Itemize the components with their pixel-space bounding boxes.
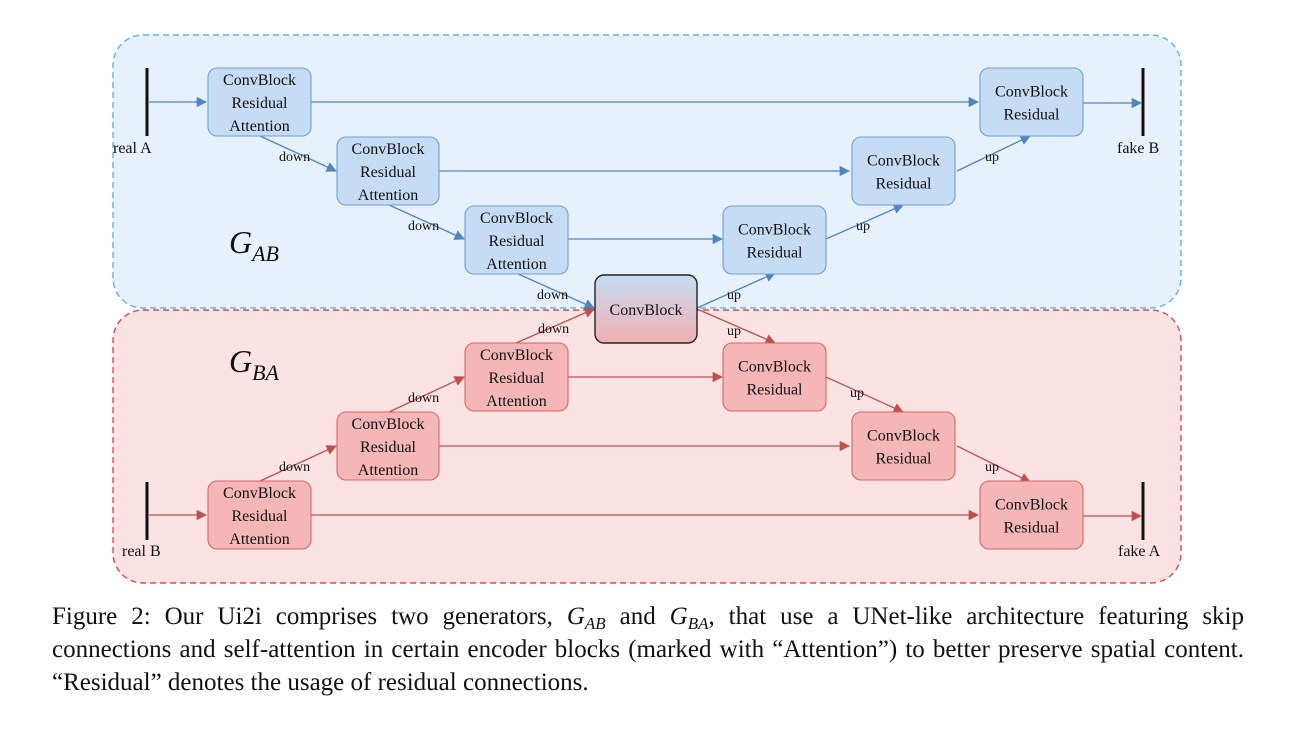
- block-line: ConvBlock: [610, 302, 683, 319]
- block-line: Residual: [232, 95, 289, 112]
- block-line: Residual: [232, 508, 289, 525]
- block-line: ConvBlock: [867, 428, 940, 445]
- ba-down-label-3: down: [538, 322, 569, 337]
- caption-suffix: , that use a UNet-like architecture feat…: [52, 603, 1245, 696]
- edge-ba-up-2: [825, 376, 904, 413]
- block-line: ConvBlock: [995, 497, 1068, 514]
- edge-ba-down-2: [388, 376, 465, 413]
- block-line: Residual: [747, 245, 804, 262]
- block-box: [851, 411, 956, 481]
- block-box: [464, 342, 569, 412]
- block-line: ConvBlock: [738, 222, 811, 239]
- real-a-label: real A: [113, 140, 152, 157]
- real-b-label: real B: [122, 543, 161, 560]
- fake-a-label: fake A: [1118, 543, 1161, 560]
- block-box: [722, 342, 827, 412]
- generator-ab-label: GAB: [229, 224, 279, 266]
- block-line: ConvBlock: [223, 485, 296, 502]
- block-box: [979, 67, 1084, 137]
- block-line: Residual: [747, 382, 804, 399]
- ab-up-label-1: up: [985, 150, 999, 165]
- block-box: [851, 136, 956, 206]
- edge-ba-down-3: [515, 307, 595, 344]
- ba-edges: [149, 307, 1143, 522]
- edge-ab-down-3: [515, 272, 595, 309]
- caption-and: and: [619, 603, 656, 630]
- block-line: Residual: [489, 370, 546, 387]
- ab-down-label-2: down: [408, 219, 439, 234]
- ba-up-label-2: up: [850, 386, 864, 401]
- generator-diagram: GAB GBA real A fake B real B fake A: [112, 34, 1182, 584]
- block-line: Residual: [489, 233, 546, 250]
- block-line: ConvBlock: [352, 141, 425, 158]
- caption-g-ba: GBA: [669, 603, 709, 633]
- edge-ab-down-1: [259, 135, 337, 172]
- edge-ba-down-1: [259, 445, 337, 482]
- block-box: [336, 136, 440, 206]
- block-box: [207, 480, 312, 550]
- block-line: Residual: [876, 451, 933, 468]
- edge-ab-down-2: [388, 204, 465, 240]
- edge-ba-up-1: [956, 445, 1031, 483]
- edge-ab-up-3: [696, 272, 776, 309]
- ba-down-label-2: down: [408, 391, 439, 406]
- edge-ab-up-2: [825, 204, 904, 240]
- block-line: ConvBlock: [480, 210, 553, 227]
- block-box: [207, 67, 312, 137]
- block-line: Residual: [1004, 520, 1061, 537]
- ba-down-label-1: down: [279, 460, 310, 475]
- edge-ba-up-3: [696, 308, 776, 345]
- block-line: Residual: [876, 176, 933, 193]
- block-line: Residual: [360, 439, 417, 456]
- edge-ab-up-1: [956, 135, 1031, 172]
- block-line: Attention: [229, 531, 289, 548]
- block-box: [979, 480, 1084, 550]
- block-line: ConvBlock: [223, 72, 296, 89]
- block-box: [722, 205, 827, 275]
- block-line: ConvBlock: [352, 416, 425, 433]
- block-line: Attention: [358, 187, 418, 204]
- ab-up-label-2: up: [856, 219, 870, 234]
- ba-up-label-1: up: [985, 460, 999, 475]
- block-box: [594, 274, 698, 344]
- fake-b-label: fake B: [1117, 140, 1159, 157]
- ab-down-label-1: down: [279, 150, 310, 165]
- edge-labels: down down down up up up down down down u…: [279, 150, 999, 475]
- block-line: Residual: [1004, 107, 1061, 124]
- block-line: Attention: [486, 256, 546, 273]
- block-line: ConvBlock: [480, 347, 553, 364]
- block-line: ConvBlock: [995, 84, 1068, 101]
- block-box: [336, 411, 440, 481]
- caption-prefix: Figure 2: Our Ui2i comprises two generat…: [52, 603, 553, 630]
- block-line: Attention: [486, 393, 546, 410]
- block-box: [464, 205, 569, 275]
- ab-edges: [149, 96, 1143, 309]
- caption-g-ab: GAB: [566, 603, 606, 633]
- block-line: ConvBlock: [867, 153, 940, 170]
- ba-up-label-3: up: [727, 324, 741, 339]
- figure-caption: Figure 2: Our Ui2i comprises two generat…: [52, 600, 1244, 699]
- ab-down-label-3: down: [537, 288, 568, 303]
- generator-ba-label: GBA: [229, 343, 280, 385]
- block-line: Attention: [229, 118, 289, 135]
- ab-up-label-3: up: [727, 288, 741, 303]
- block-line: Residual: [360, 164, 417, 181]
- block-line: Attention: [358, 462, 418, 479]
- block-bottleneck: ConvBlock: [594, 274, 698, 344]
- block-line: ConvBlock: [738, 359, 811, 376]
- blocks-layer: ConvBlockResidualAttentionConvBlockResid…: [207, 67, 1084, 550]
